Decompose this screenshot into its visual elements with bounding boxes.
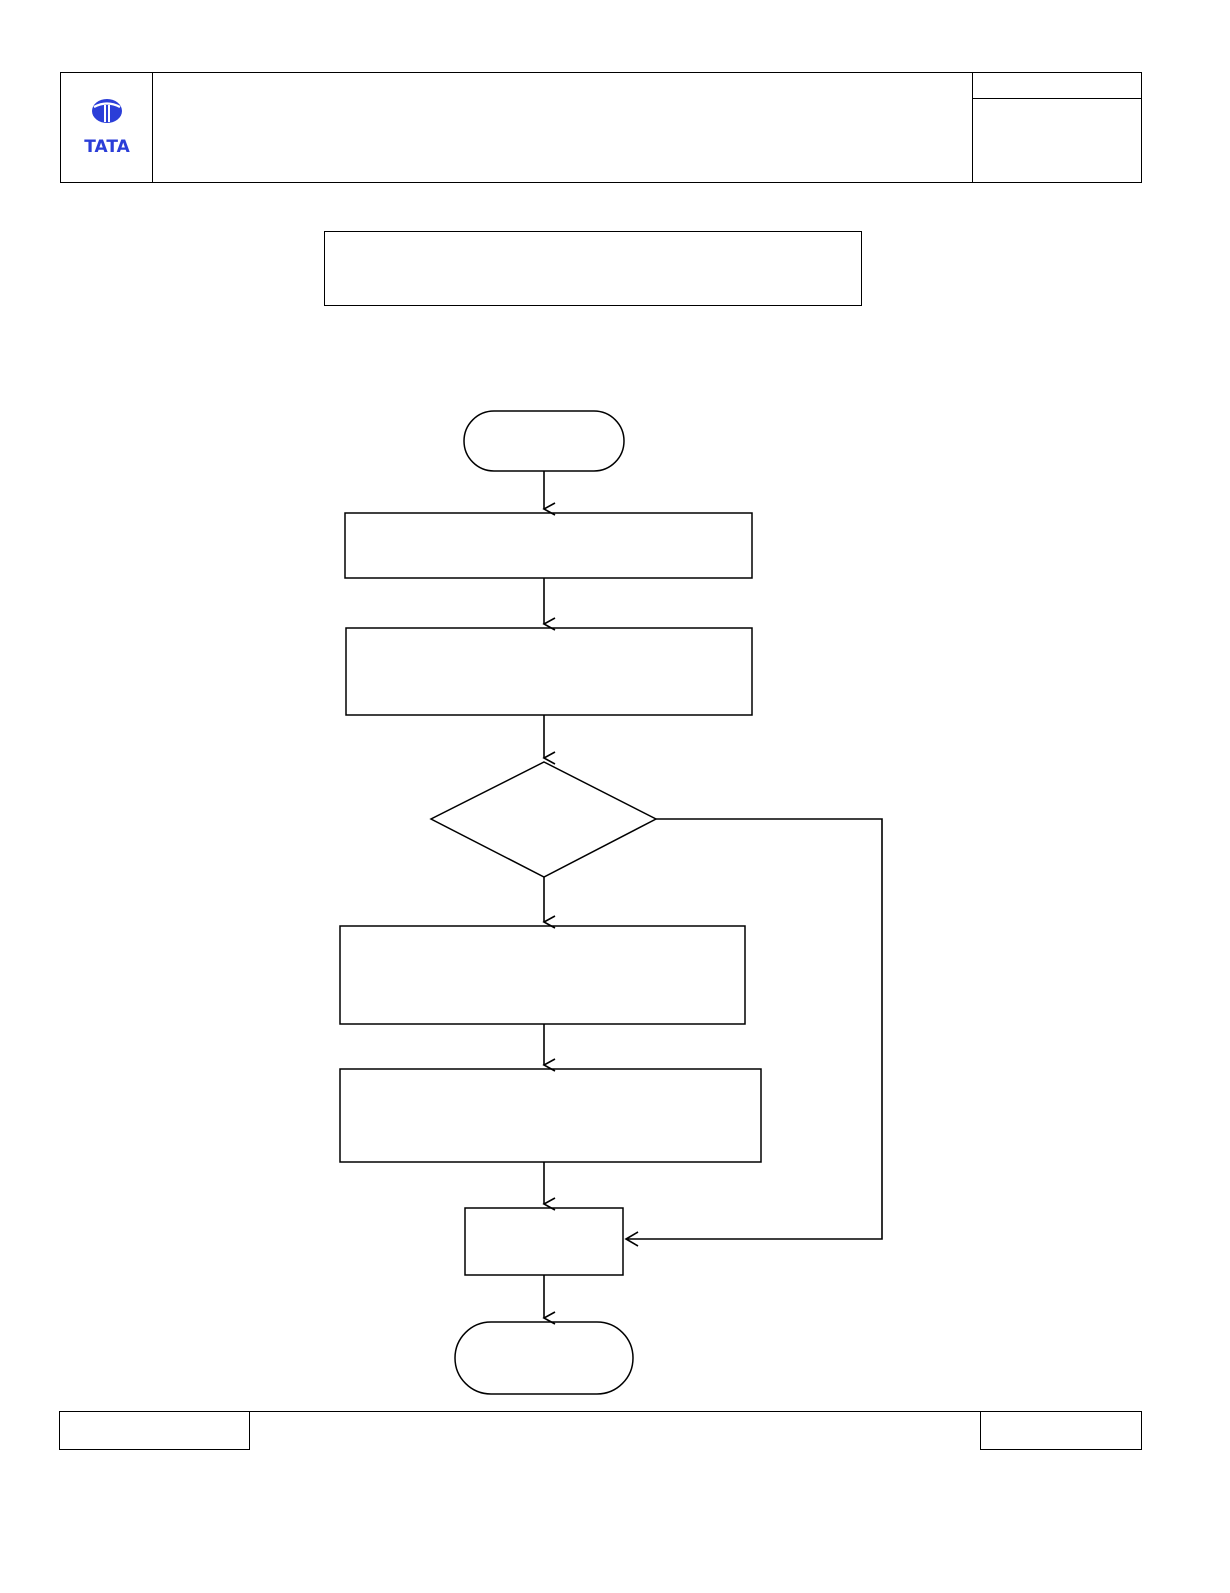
tata-logo: TATA — [84, 99, 131, 153]
procedure-title-box — [324, 231, 862, 306]
document-number-cell — [973, 73, 1141, 99]
process-step-4 — [339, 1068, 762, 1163]
bypass-arrowhead — [624, 1231, 639, 1247]
document-header: TATA — [60, 72, 1142, 183]
process-step-1 — [344, 512, 753, 579]
arrow-decision-bypass-to-step-5 — [627, 818, 883, 1240]
end-terminator — [454, 1321, 634, 1395]
footer-left-cell — [59, 1411, 250, 1450]
footer-rule — [250, 1411, 981, 1412]
process-step-3 — [339, 925, 746, 1025]
process-step-5 — [464, 1207, 624, 1276]
footer-page-cell — [980, 1411, 1142, 1450]
decision-diamond — [429, 761, 658, 878]
process-step-2 — [345, 627, 753, 716]
start-terminator — [463, 410, 625, 472]
document-title-cell — [153, 73, 973, 182]
logo-cell: TATA — [61, 73, 153, 182]
logo-wordmark: TATA — [84, 137, 130, 153]
